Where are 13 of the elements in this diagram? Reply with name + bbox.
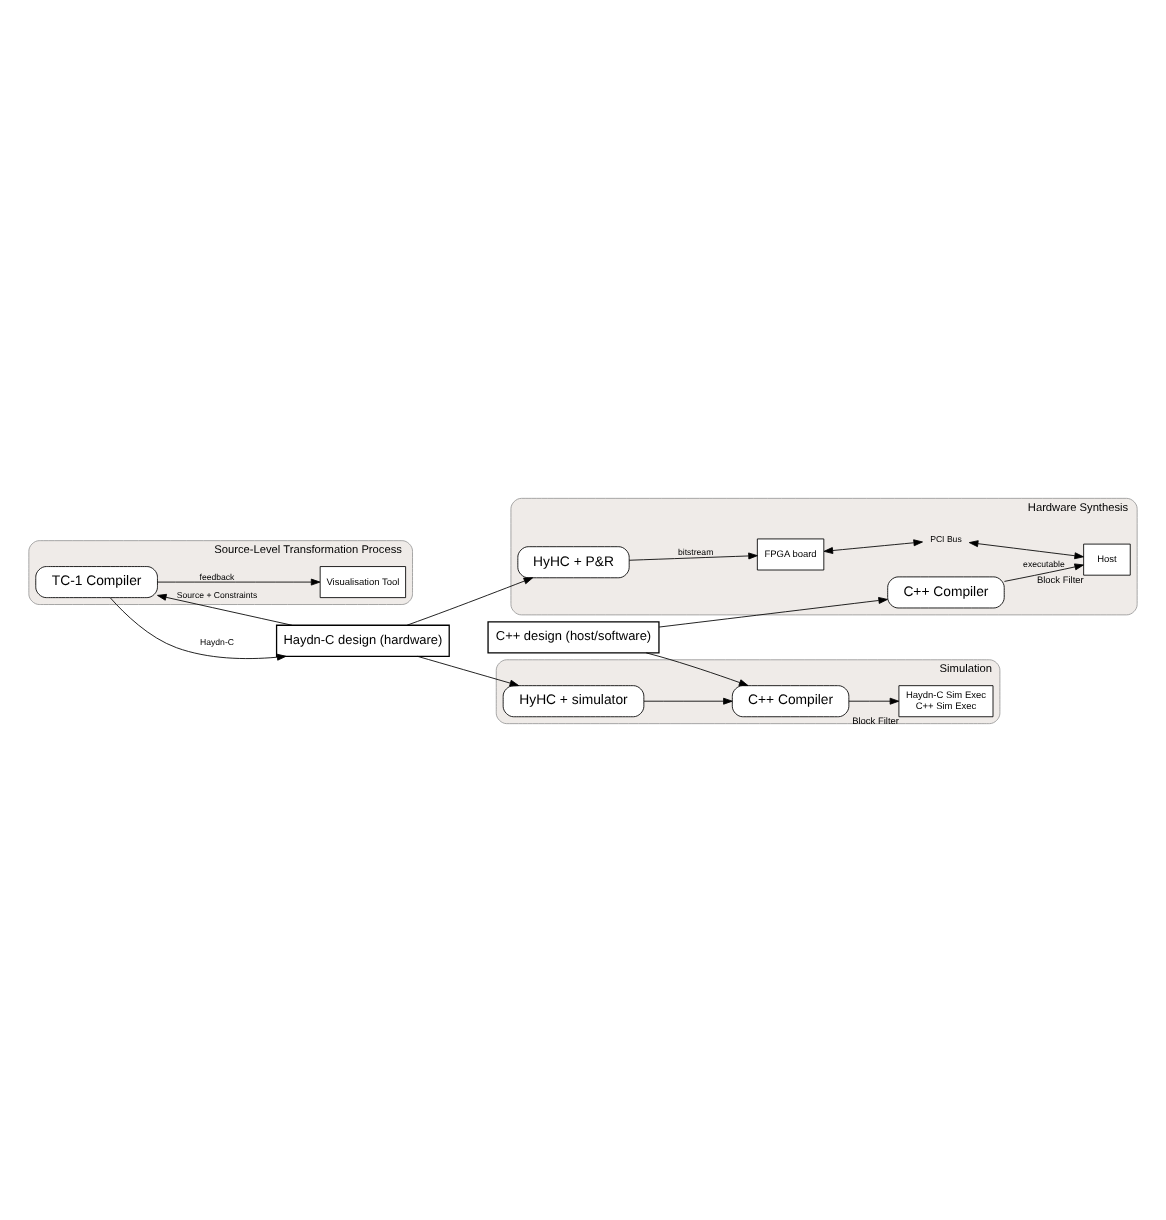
arrow (823, 538, 923, 553)
arrow (658, 596, 888, 627)
arrow (1004, 562, 1084, 581)
arrow (848, 696, 900, 704)
arrow (628, 551, 758, 560)
arrow (157, 577, 321, 585)
arrow (157, 592, 293, 625)
arrow (109, 596, 287, 660)
arrow (645, 651, 749, 685)
arrow (406, 576, 534, 625)
arrow (968, 539, 1084, 559)
arrow (643, 696, 733, 704)
arrow (417, 654, 520, 686)
